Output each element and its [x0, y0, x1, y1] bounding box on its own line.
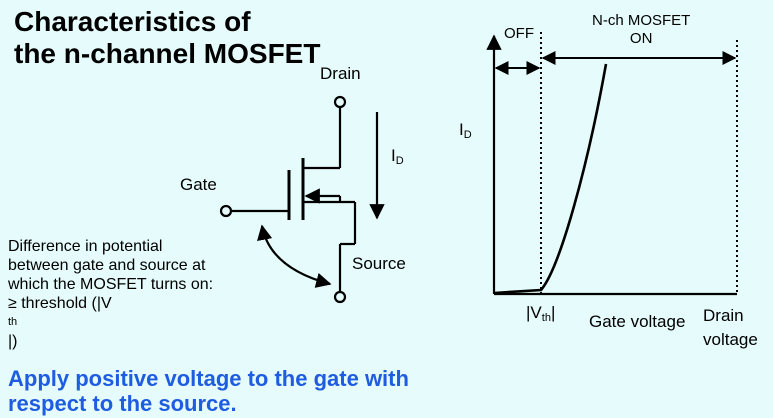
footer-line-1: Apply positive voltage to the gate with — [8, 366, 409, 391]
vth-prefix: |V — [526, 303, 542, 322]
gate-label: Gate — [180, 175, 217, 194]
gate-terminal — [219, 204, 233, 218]
graph-y-label: ID — [459, 120, 472, 145]
footer-statement: Apply positive voltage to the gate with … — [8, 366, 409, 416]
note-line-3: which the MOSFET turns on: — [8, 276, 214, 293]
off-label: OFF — [504, 25, 534, 42]
note-line-2: between gate and source at — [8, 257, 206, 274]
note-line-4-subscript: th — [8, 316, 18, 328]
mosfet-symbol — [219, 95, 385, 304]
drain-voltage-label: Drain voltage — [703, 304, 758, 352]
on-label: N-ch MOSFET ON — [592, 12, 690, 48]
threshold-note: Difference in potential between gate and… — [8, 237, 213, 351]
title-line-2: the n-channel MOSFET — [14, 38, 321, 69]
graph-y-subscript: D — [463, 129, 472, 141]
drain-label: Drain — [320, 64, 361, 83]
note-line-4-prefix: ≥ threshold (|V — [8, 295, 112, 312]
page-title: Characteristics of the n-channel MOSFET — [14, 6, 320, 70]
vth-subscript: th — [541, 312, 551, 324]
vth-suffix: | — [550, 303, 556, 322]
note-line-4: ≥ threshold (|V th |) — [8, 294, 213, 351]
id-curve — [493, 63, 608, 295]
footer-line-2: respect to the source. — [8, 391, 237, 416]
source-terminal — [333, 290, 347, 304]
drain-voltage-line-2: voltage — [703, 330, 758, 349]
transfer-graph — [486, 32, 738, 296]
gate-source-voltage-arrow — [257, 224, 332, 288]
gate-voltage-label: Gate voltage — [589, 312, 686, 331]
drain-current-subscript: D — [395, 155, 404, 167]
drain-current-symbol: I — [391, 146, 396, 165]
graph-y-symbol: I — [459, 120, 464, 139]
on-label-line-1: N-ch MOSFET — [592, 12, 691, 29]
note-line-1: Difference in potential — [8, 238, 163, 255]
drain-terminal — [333, 95, 347, 109]
vth-label: |Vth| — [526, 303, 555, 328]
drain-voltage-line-1: Drain — [703, 306, 744, 325]
drain-current-label: ID — [391, 146, 404, 171]
title-line-1: Characteristics of — [14, 6, 251, 37]
note-line-4-suffix: |) — [8, 333, 18, 350]
on-label-line-2: ON — [629, 30, 653, 47]
source-label: Source — [352, 254, 406, 273]
